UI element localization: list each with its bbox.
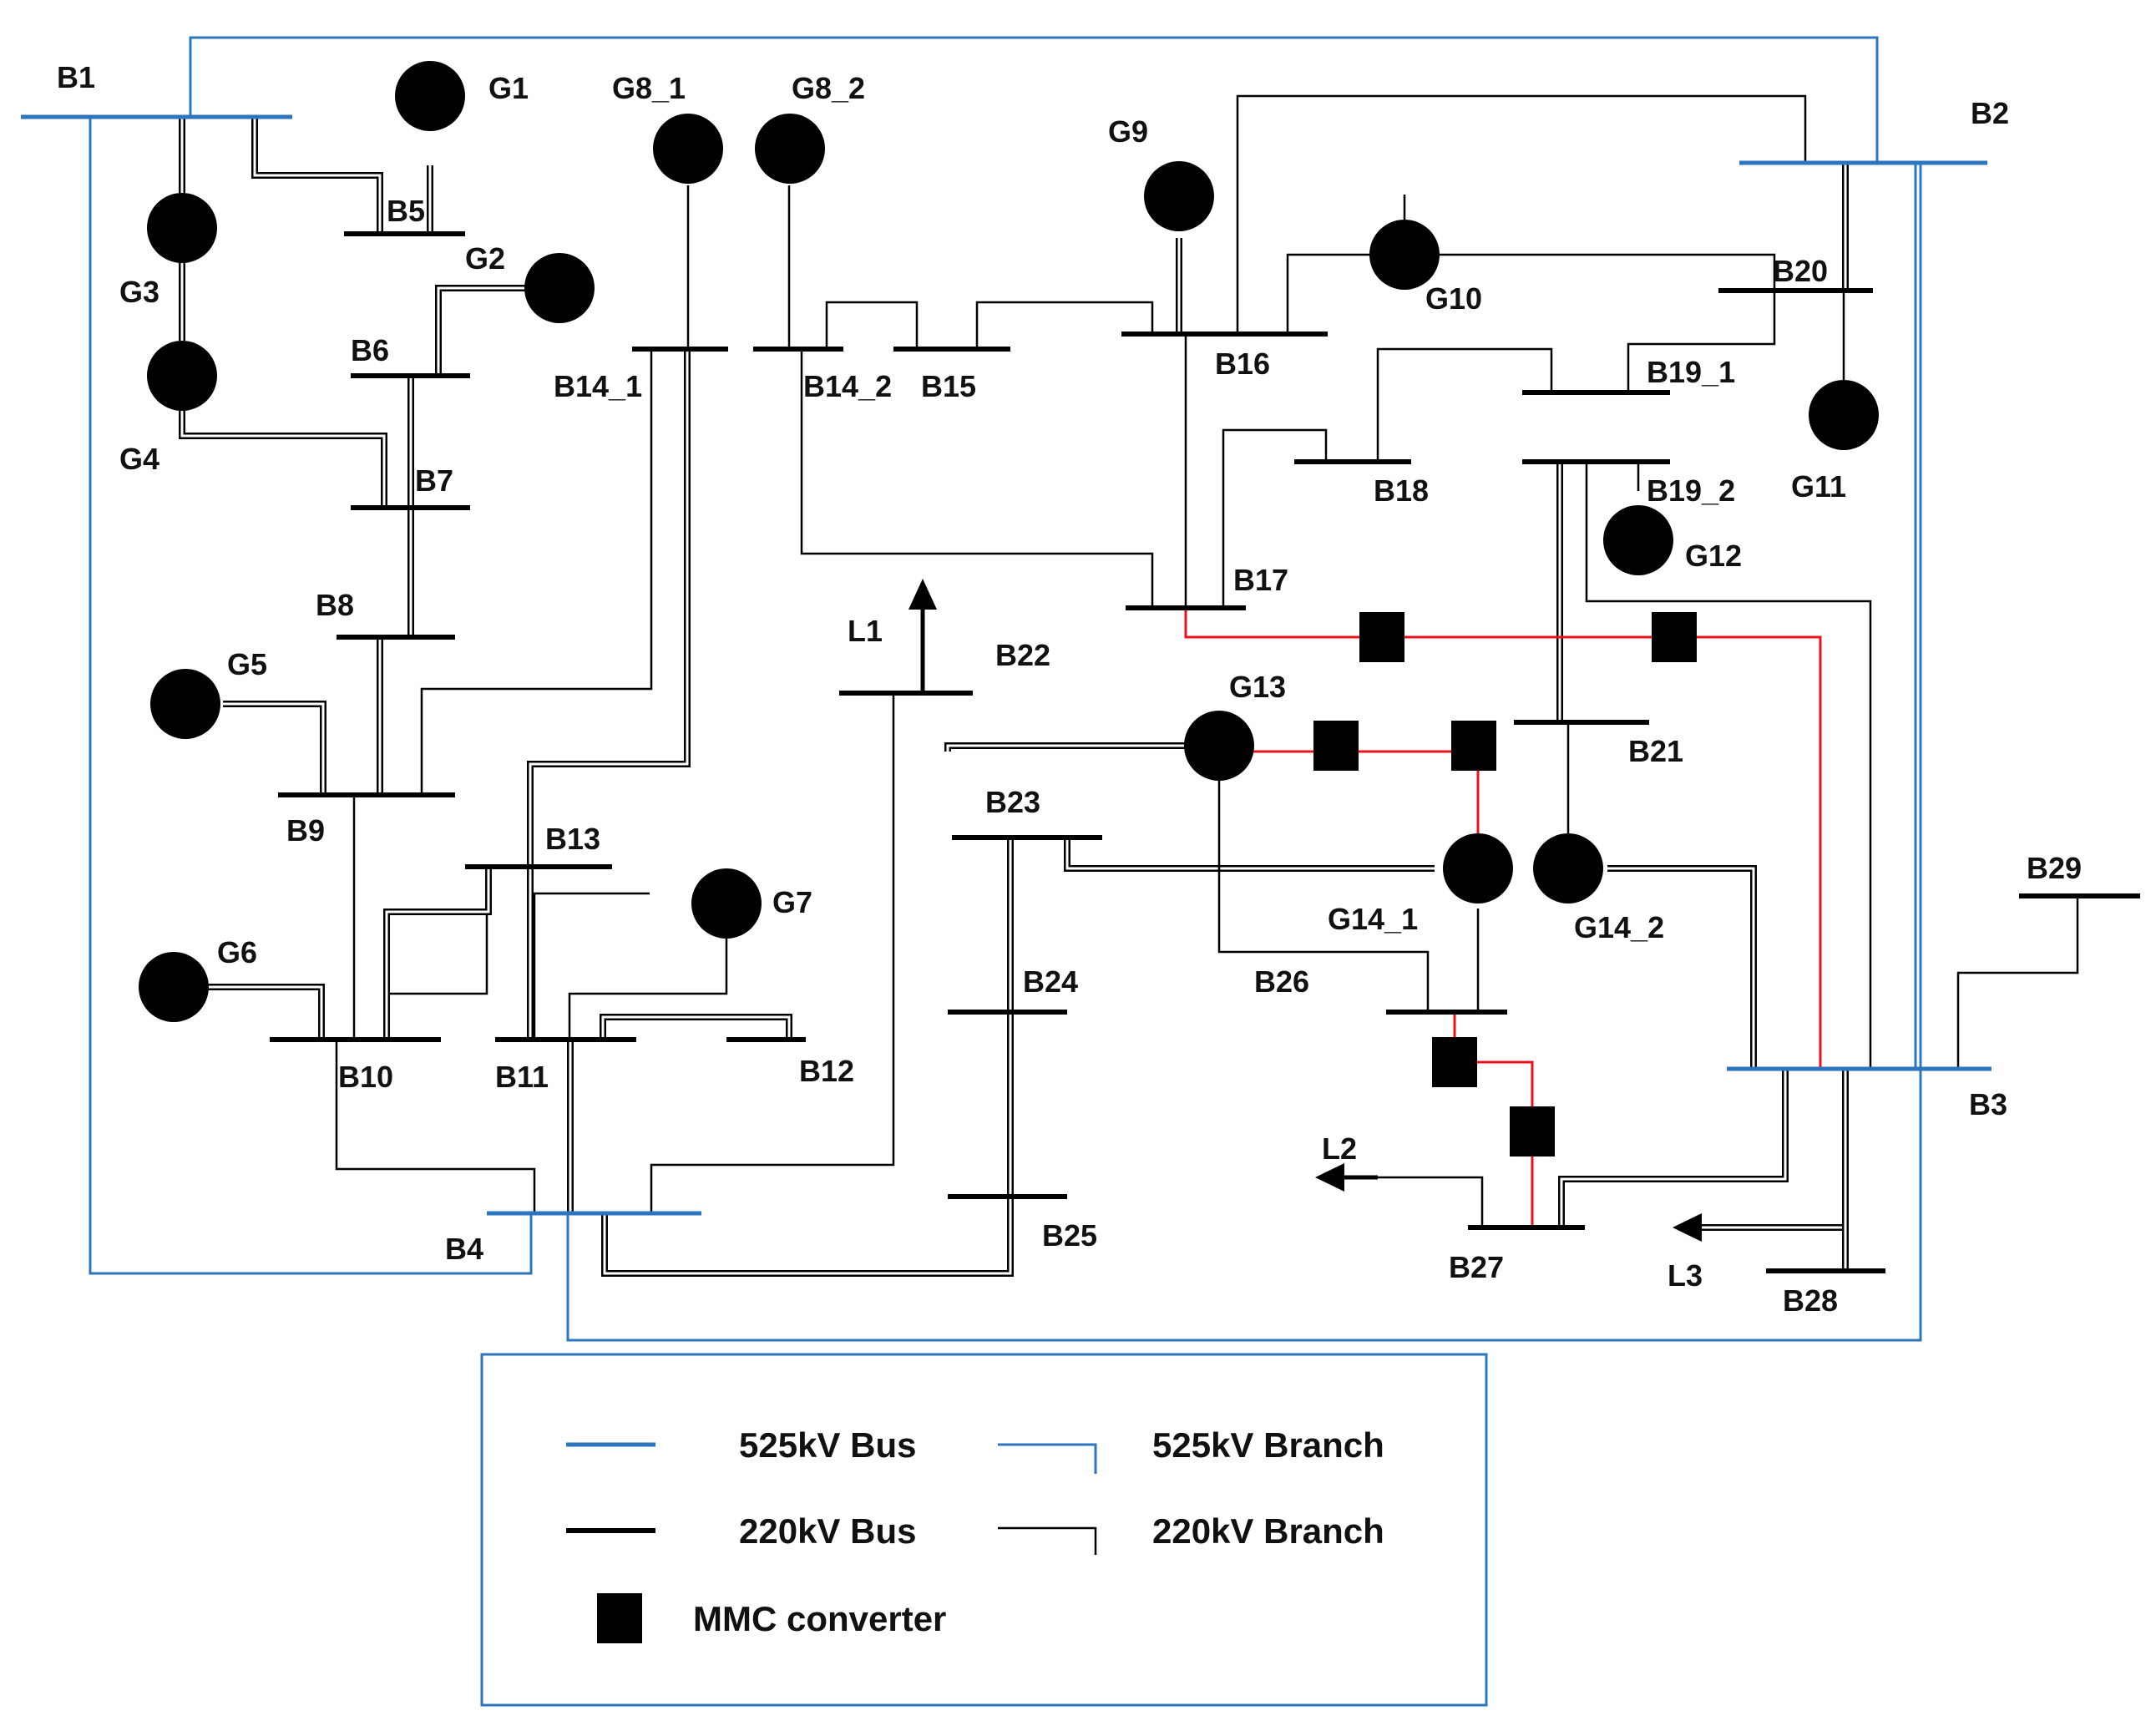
- label-b3: B3: [1969, 1087, 2007, 1121]
- label-g4: G4: [119, 442, 159, 476]
- label-g11: G11: [1791, 469, 1846, 504]
- generator-g5-icon[interactable]: [150, 669, 220, 739]
- load-l3-arrow-icon[interactable]: [1673, 1213, 1702, 1242]
- mmc-converter-icon[interactable]: [1432, 1037, 1477, 1087]
- label-l3: L3: [1668, 1258, 1703, 1293]
- label-b27: B27: [1449, 1250, 1504, 1284]
- generator-g14-2-icon[interactable]: [1533, 833, 1603, 903]
- label-b5: B5: [387, 194, 425, 228]
- label-g14-2: G14_2: [1574, 910, 1664, 944]
- load-l2-arrow-icon[interactable]: [1315, 1163, 1378, 1192]
- mmc-converter-icon[interactable]: [1359, 612, 1404, 662]
- legend-frame: [480, 1353, 1488, 1707]
- mmc-converter-icon[interactable]: [1652, 612, 1697, 662]
- buses-220kv: [270, 231, 2140, 1273]
- generator-g6-icon[interactable]: [139, 952, 209, 1022]
- label-g6: G6: [217, 935, 257, 969]
- loads: [908, 579, 1702, 1242]
- mmc-converter-icon[interactable]: [1510, 1106, 1555, 1157]
- label-b18: B18: [1374, 473, 1429, 508]
- label-g14-1: G14_1: [1328, 902, 1418, 936]
- label-b25: B25: [1042, 1218, 1097, 1253]
- mmc-converter-icon[interactable]: [1451, 721, 1496, 771]
- label-b13: B13: [545, 822, 600, 856]
- label-g8-1: G8_1: [612, 71, 686, 105]
- label-b20: B20: [1773, 254, 1828, 288]
- generator-g4-icon[interactable]: [147, 341, 217, 411]
- legend-mmc-swatch: [597, 1593, 642, 1643]
- bus-labels: B1 B2 B3 B4 B5 B6 B7 B8 B9 B10 B11 B12 B…: [57, 60, 2082, 1318]
- load-l1-arrow-icon[interactable]: [908, 579, 937, 693]
- label-b7: B7: [415, 463, 453, 498]
- generator-g7-icon[interactable]: [691, 868, 762, 939]
- legend-mmc-label: MMC converter: [693, 1599, 946, 1638]
- label-b10: B10: [338, 1060, 393, 1094]
- branches-220kv: [179, 94, 2079, 1277]
- label-b11: B11: [495, 1060, 549, 1094]
- generator-g10-icon[interactable]: [1369, 220, 1440, 290]
- label-b8: B8: [316, 588, 354, 622]
- label-g5: G5: [227, 647, 267, 681]
- label-g7: G7: [772, 885, 812, 919]
- label-b9: B9: [286, 813, 325, 848]
- label-g3: G3: [119, 275, 159, 309]
- label-b21: B21: [1628, 734, 1683, 768]
- label-b17: B17: [1233, 563, 1288, 597]
- load-labels: L1 L2 L3: [848, 614, 1703, 1293]
- label-g13: G13: [1229, 670, 1286, 704]
- label-g9: G9: [1108, 114, 1148, 149]
- branches-525kv: [89, 36, 1922, 1342]
- label-b24: B24: [1023, 964, 1078, 999]
- legend-bus-220-label: 220kV Bus: [739, 1511, 916, 1551]
- legend-bus-525-label: 525kV Bus: [739, 1425, 916, 1465]
- label-b29: B29: [2027, 851, 2082, 885]
- generator-g13-icon[interactable]: [1184, 711, 1254, 781]
- label-b4: B4: [445, 1232, 483, 1266]
- legend-branch-220-swatch: [998, 1526, 1097, 1555]
- legend-branch-525-label: 525kV Branch: [1152, 1425, 1384, 1465]
- label-b28: B28: [1783, 1283, 1838, 1318]
- generator-g14-1-icon[interactable]: [1443, 833, 1513, 903]
- label-l2: L2: [1322, 1131, 1357, 1166]
- label-b2: B2: [1971, 96, 2009, 130]
- generator-labels: G1 G2 G3 G4 G5 G6 G7 G8_1 G8_2 G9 G10 G1…: [119, 71, 1846, 969]
- generator-g8-1-icon[interactable]: [653, 114, 723, 184]
- label-b12: B12: [799, 1054, 854, 1088]
- label-g2: G2: [465, 241, 505, 276]
- generator-g3-icon[interactable]: [147, 193, 217, 263]
- generator-g12-icon[interactable]: [1603, 505, 1673, 575]
- generator-g1-icon[interactable]: [395, 61, 465, 131]
- label-b14-2: B14_2: [803, 369, 892, 403]
- label-b6: B6: [351, 333, 389, 367]
- label-b14-1: B14_1: [554, 369, 642, 403]
- label-b19-1: B19_1: [1647, 355, 1735, 389]
- label-g8-2: G8_2: [792, 71, 865, 105]
- label-l1: L1: [848, 614, 883, 648]
- label-b1: B1: [57, 60, 95, 94]
- label-b22: B22: [995, 638, 1050, 672]
- label-b16: B16: [1215, 347, 1270, 381]
- label-b23: B23: [985, 785, 1040, 819]
- label-g1: G1: [488, 71, 529, 105]
- legend-branch-525-swatch: [998, 1443, 1097, 1474]
- label-b26: B26: [1254, 964, 1309, 999]
- label-g12: G12: [1685, 539, 1742, 573]
- label-g10: G10: [1425, 281, 1482, 316]
- legend: 525kV Bus 525kV Branch 220kV Bus 220kV B…: [480, 1353, 1488, 1707]
- legend-branch-220-label: 220kV Branch: [1152, 1511, 1384, 1551]
- generator-g9-icon[interactable]: [1144, 161, 1214, 231]
- label-b15: B15: [921, 369, 976, 403]
- generator-g11-icon[interactable]: [1809, 380, 1879, 450]
- mmc-converter-icon[interactable]: [1313, 721, 1359, 771]
- generator-g8-2-icon[interactable]: [755, 114, 825, 184]
- label-b19-2: B19_2: [1647, 473, 1735, 508]
- buses-525kv: [21, 114, 1992, 1216]
- generator-g2-icon[interactable]: [524, 253, 595, 323]
